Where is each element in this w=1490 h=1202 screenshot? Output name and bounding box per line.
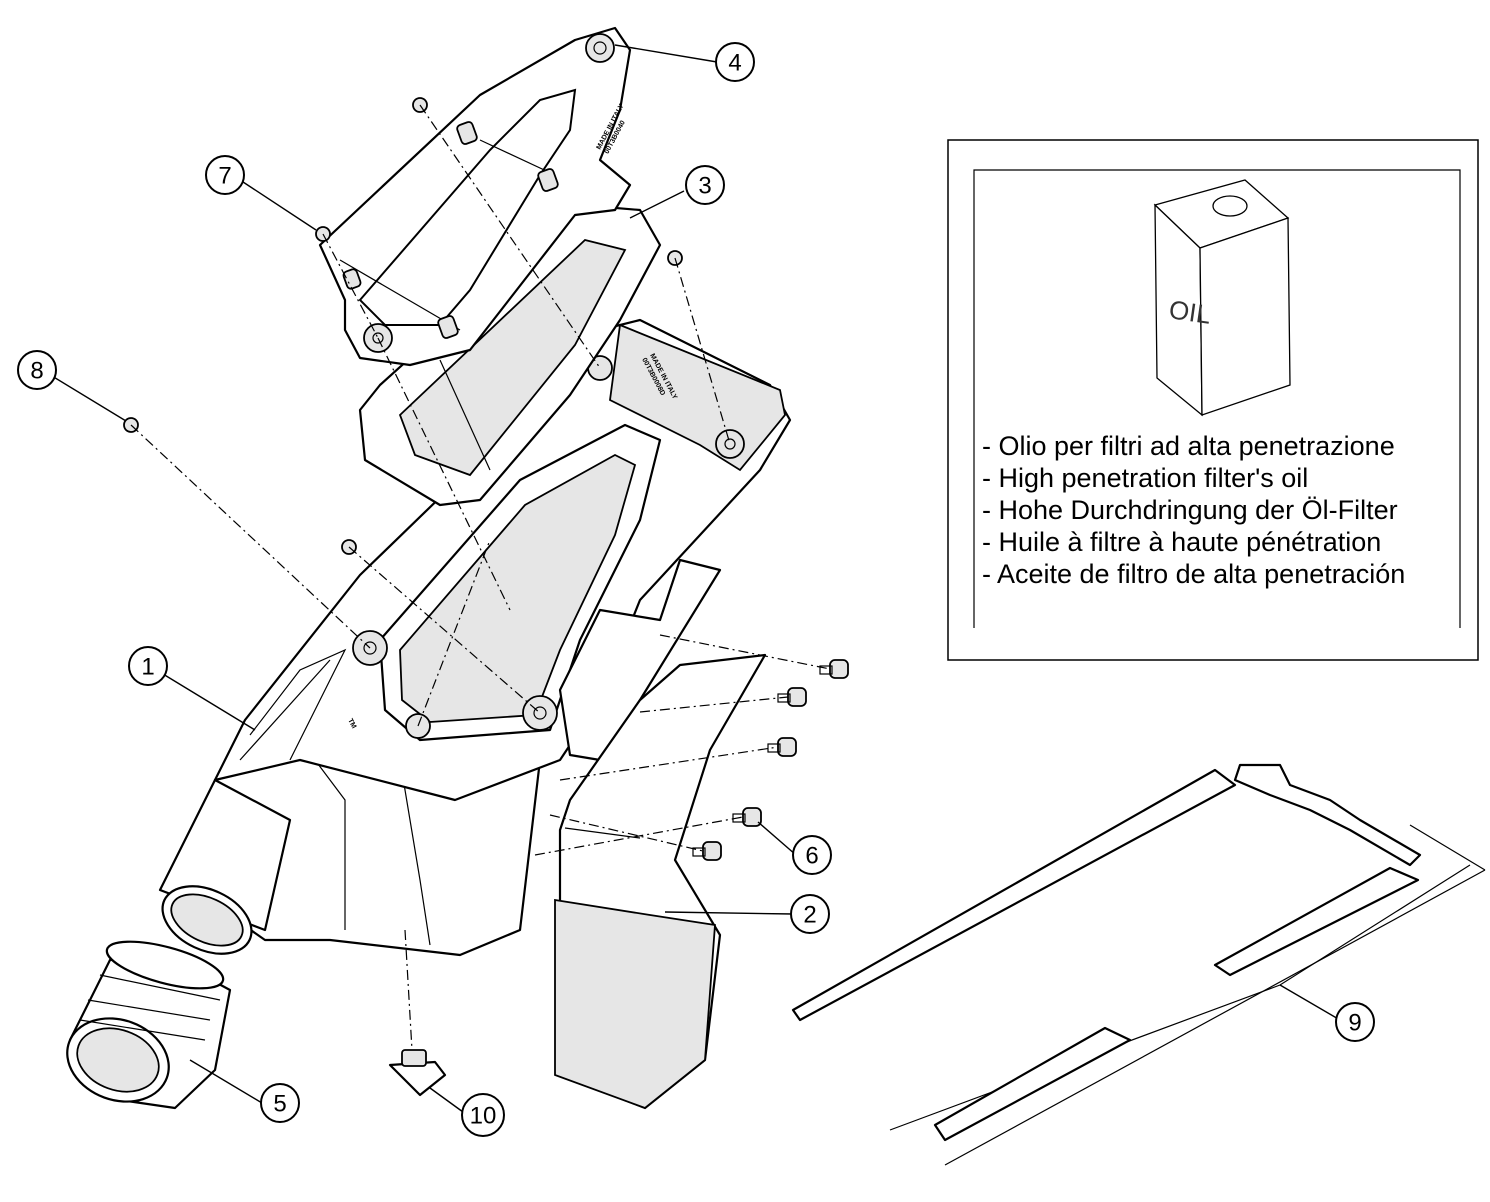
- svg-text:8: 8: [30, 358, 43, 385]
- oil-line-es: - Aceite de filtro de alta penetración: [982, 559, 1405, 589]
- svg-text:9: 9: [1348, 1010, 1361, 1037]
- callout-7: 7: [205, 155, 245, 195]
- leader-lines: [51, 44, 1341, 1113]
- part-5-rubber-sleeve: [66, 940, 232, 1110]
- part-8-bolts: [123, 417, 357, 555]
- part-1-air-box: MADE IN ITALY 00T3B0008D TM: [158, 318, 792, 957]
- oil-line-it: - Olio per filtri ad alta penetrazione: [982, 431, 1395, 461]
- screw-6b: [777, 687, 807, 707]
- part-9-foam-strips: [791, 763, 1486, 1166]
- screw-6a: [819, 659, 849, 679]
- screw-6d: [692, 841, 722, 861]
- callout-1: 1: [128, 646, 168, 686]
- callout-4: 4: [715, 42, 755, 82]
- callout-9: 9: [1335, 1002, 1375, 1042]
- callout-2: 2: [790, 894, 830, 934]
- svg-text:10: 10: [470, 1103, 497, 1130]
- part-6-screws: [692, 659, 849, 861]
- svg-text:7: 7: [218, 163, 231, 190]
- callout-3: 3: [685, 165, 725, 205]
- logo-stamp: TM: [346, 718, 357, 730]
- oil-line-de: - Hohe Durchdringung der Öl-Filter: [982, 495, 1398, 525]
- part-10-drain-plug: [388, 1049, 447, 1097]
- callout-6: 6: [792, 835, 832, 875]
- svg-text:3: 3: [698, 173, 711, 200]
- part-2-mud-guard: [554, 653, 767, 1110]
- callout-5: 5: [260, 1083, 300, 1123]
- callout-8: 8: [17, 350, 57, 390]
- svg-text:5: 5: [273, 1091, 286, 1118]
- oil-can-label: OIL: [1167, 294, 1213, 330]
- svg-text:4: 4: [728, 50, 741, 77]
- assembly-lines: [130, 104, 831, 1051]
- svg-text:6: 6: [805, 843, 818, 870]
- oil-line-fr: - Huile à filtre à haute pénétration: [982, 527, 1381, 557]
- oil-can-icon: OIL: [1153, 179, 1291, 417]
- part-3-filter-frame: [358, 203, 662, 507]
- oil-line-en: - High penetration filter's oil: [982, 463, 1308, 493]
- svg-text:2: 2: [803, 902, 816, 929]
- svg-text:1: 1: [141, 654, 154, 681]
- part-4-filter-cage: MADE IN ITALY 00T3B0040: [318, 26, 632, 367]
- screw-6e: [732, 807, 762, 827]
- screw-6c: [767, 737, 797, 757]
- oil-info-box: OIL - Olio per filtri ad alta penetrazio…: [947, 139, 1479, 661]
- callout-10: 10: [461, 1093, 505, 1137]
